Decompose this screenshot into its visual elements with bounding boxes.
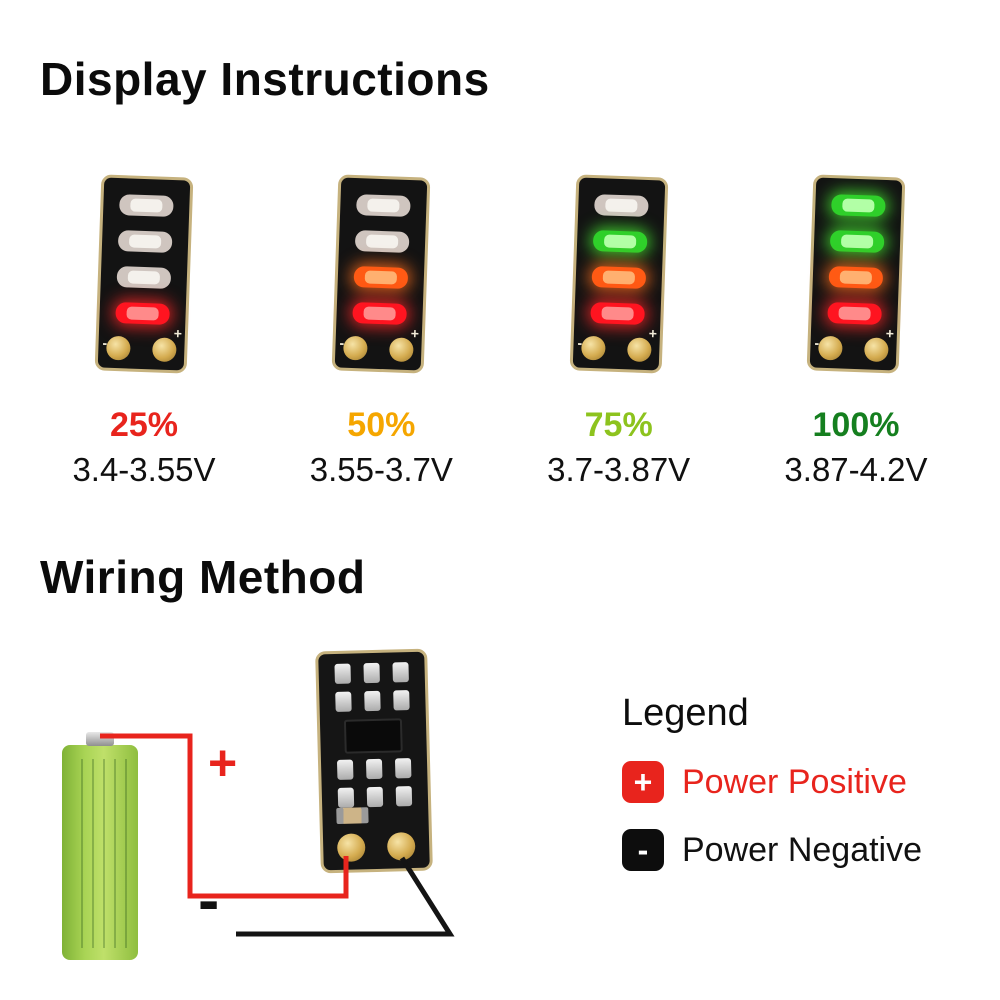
legend-title: Legend xyxy=(622,692,749,734)
smd-pad-row xyxy=(319,690,425,713)
solder-pads xyxy=(335,335,422,363)
voltage-range-label: 3.87-4.2V xyxy=(784,451,928,488)
led-2 xyxy=(592,230,648,253)
percent-label: 75% xyxy=(584,406,653,444)
smd-pad xyxy=(364,690,381,712)
battery-cell xyxy=(62,732,138,960)
smd-pad xyxy=(337,787,355,808)
positive-symbol-icon: + xyxy=(622,761,664,803)
legend-item-negative: - Power Negative xyxy=(622,829,922,871)
smd-pad xyxy=(334,663,351,684)
led-1 xyxy=(356,194,412,217)
wiring-diagram: + - Legend + Power Positive - Power Nega… xyxy=(0,620,1000,1000)
negative-pad xyxy=(105,335,131,361)
legend: Legend + Power Positive - Power Negative xyxy=(622,692,922,871)
solder-pads xyxy=(98,335,185,363)
led-3 xyxy=(116,266,172,289)
led-2 xyxy=(829,230,885,253)
voltage-range-label: 3.7-3.87V xyxy=(547,451,691,488)
led-2 xyxy=(117,230,173,253)
smd-pad xyxy=(394,758,412,779)
smd-pad xyxy=(395,786,413,807)
negative-pad xyxy=(336,833,366,862)
battery-indicator-pcb: - + xyxy=(569,174,669,374)
smd-pad-row xyxy=(318,662,424,685)
led-3 xyxy=(353,266,409,289)
voltage-range-label: 3.4-3.55V xyxy=(72,451,216,488)
negative-pad xyxy=(580,335,606,361)
positive-pad xyxy=(386,831,416,861)
wiring-method-title: Wiring Method xyxy=(40,551,366,603)
smd-pad xyxy=(393,690,410,711)
battery-indicator-pcb: - + xyxy=(806,174,906,374)
led-1 xyxy=(831,194,886,217)
led-3 xyxy=(591,266,646,289)
positive-pad xyxy=(389,337,415,363)
led-2 xyxy=(355,230,410,253)
negative-sign: - xyxy=(198,864,220,936)
led-1 xyxy=(119,194,174,217)
battery-label-print xyxy=(72,759,128,948)
smd-capacitor xyxy=(336,807,369,824)
battery-positive-cap xyxy=(86,732,114,746)
module-25-percent: - + 25% 3.4-3.55V xyxy=(44,174,244,489)
smd-pad-row xyxy=(321,758,427,781)
negative-symbol-icon: - xyxy=(622,829,664,871)
led-4 xyxy=(115,302,170,325)
negative-pad xyxy=(817,335,843,361)
smd-pad-row xyxy=(322,786,428,809)
legend-label-negative: Power Negative xyxy=(682,830,923,869)
smd-pad xyxy=(365,758,383,780)
solder-pads xyxy=(573,335,660,363)
percent-label: 25% xyxy=(109,406,179,444)
battery-indicator-pcb: - + xyxy=(331,174,431,374)
percent-label: 50% xyxy=(347,406,416,444)
smd-pad xyxy=(363,662,380,684)
voltage-range-label: 3.55-3.7V xyxy=(309,451,453,488)
led-4 xyxy=(827,302,882,325)
solder-pads xyxy=(810,335,897,363)
led-1 xyxy=(593,194,649,217)
ic-chip xyxy=(343,718,403,754)
led-3 xyxy=(828,266,884,289)
led-4 xyxy=(589,302,645,325)
percent-label: 100% xyxy=(812,406,900,444)
battery-level-modules-row: - + 25% 3.4-3.55V - + xyxy=(0,174,1000,489)
wiring-pcb-module xyxy=(315,648,433,874)
negative-pad xyxy=(343,335,369,361)
legend-item-positive: + Power Positive xyxy=(622,761,922,803)
led-4 xyxy=(352,302,408,325)
module-100-percent: - + 100% 3.87-4.2V xyxy=(756,174,956,489)
module-50-percent: - + 50% 3.55-3.7V xyxy=(281,174,481,489)
battery-indicator-pcb: - + xyxy=(94,174,194,374)
positive-pad xyxy=(151,337,177,363)
positive-pad xyxy=(863,337,889,363)
smd-pad xyxy=(366,786,384,808)
module-75-percent: - + 75% 3.7-3.87V xyxy=(519,174,719,489)
legend-label-positive: Power Positive xyxy=(682,762,907,801)
positive-pad xyxy=(626,337,652,363)
smd-pad xyxy=(335,691,352,712)
display-instructions-title: Display Instructions xyxy=(40,53,490,105)
positive-sign: + xyxy=(208,735,238,791)
smd-pad xyxy=(336,759,354,780)
smd-pad xyxy=(392,662,409,683)
